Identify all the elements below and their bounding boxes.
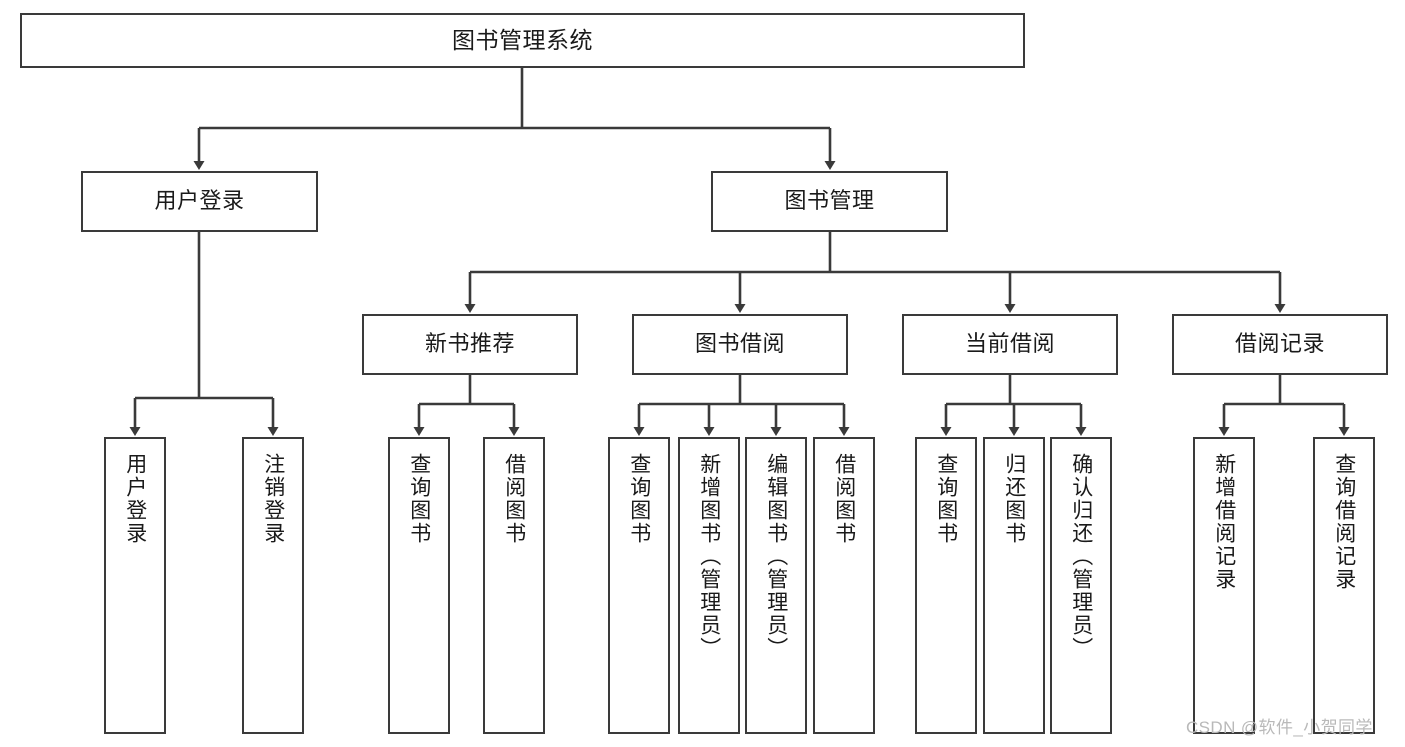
- node-current-borrow[interactable]: 当前借阅: [902, 314, 1118, 375]
- node-leaf-confirm-return-label: 确认归还（管理员）: [1069, 453, 1093, 660]
- watermark: CSDN @软件_小贺同学: [1186, 718, 1373, 737]
- node-book-manage[interactable]: 图书管理: [711, 171, 948, 232]
- node-leaf-query-book-borrow-label: 查询图书: [627, 453, 651, 545]
- node-leaf-query-book-rec-label: 查询图书: [407, 453, 431, 545]
- node-leaf-add-book[interactable]: 新增图书（管理员）: [678, 437, 740, 734]
- node-leaf-add-book-label: 新增图书（管理员）: [697, 453, 721, 660]
- node-leaf-borrow-book-label: 借阅图书: [832, 453, 856, 545]
- node-root-label: 图书管理系统: [452, 26, 593, 53]
- node-leaf-add-record-label: 新增借阅记录: [1212, 453, 1236, 591]
- node-leaf-query-book-current-label: 查询图书: [934, 453, 958, 545]
- node-leaf-edit-book-label: 编辑图书（管理员）: [764, 453, 788, 660]
- node-book-borrow[interactable]: 图书借阅: [632, 314, 848, 375]
- node-user-login-label: 用户登录: [154, 188, 245, 214]
- node-leaf-query-book-current[interactable]: 查询图书: [915, 437, 977, 734]
- node-book-borrow-label: 图书借阅: [694, 331, 785, 357]
- node-user-login[interactable]: 用户登录: [81, 171, 318, 232]
- node-leaf-user-login-label: 用户登录: [123, 453, 147, 545]
- node-leaf-return-book-label: 归还图书: [1002, 453, 1026, 545]
- node-root[interactable]: 图书管理系统: [20, 13, 1025, 68]
- node-borrow-record[interactable]: 借阅记录: [1172, 314, 1388, 375]
- node-leaf-borrow-book-rec[interactable]: 借阅图书: [483, 437, 545, 734]
- node-new-book-rec-label: 新书推荐: [424, 331, 515, 357]
- node-leaf-user-login[interactable]: 用户登录: [104, 437, 166, 734]
- node-leaf-return-book[interactable]: 归还图书: [983, 437, 1045, 734]
- node-leaf-query-book-borrow[interactable]: 查询图书: [608, 437, 670, 734]
- node-leaf-logout-label: 注销登录: [261, 453, 285, 545]
- node-current-borrow-label: 当前借阅: [964, 331, 1055, 357]
- node-leaf-borrow-book-rec-label: 借阅图书: [502, 453, 526, 545]
- node-leaf-edit-book[interactable]: 编辑图书（管理员）: [745, 437, 807, 734]
- node-new-book-rec[interactable]: 新书推荐: [362, 314, 578, 375]
- node-book-manage-label: 图书管理: [784, 188, 875, 214]
- node-leaf-add-record[interactable]: 新增借阅记录: [1193, 437, 1255, 734]
- node-leaf-borrow-book[interactable]: 借阅图书: [813, 437, 875, 734]
- node-leaf-query-book-rec[interactable]: 查询图书: [388, 437, 450, 734]
- node-leaf-confirm-return[interactable]: 确认归还（管理员）: [1050, 437, 1112, 734]
- node-leaf-logout[interactable]: 注销登录: [242, 437, 304, 734]
- node-leaf-query-record[interactable]: 查询借阅记录: [1313, 437, 1375, 734]
- node-borrow-record-label: 借阅记录: [1234, 331, 1325, 357]
- node-leaf-query-record-label: 查询借阅记录: [1332, 453, 1356, 591]
